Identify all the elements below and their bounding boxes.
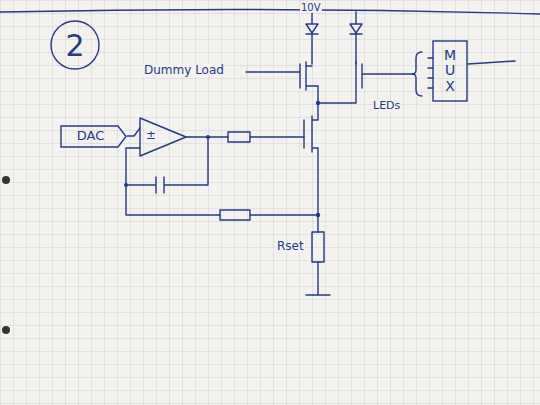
opamp-symbol: [140, 118, 186, 156]
node-text: 2: [65, 29, 84, 62]
supply-rail: [0, 9, 540, 14]
dac-block: DAC: [60, 125, 127, 148]
outline: [61, 126, 126, 147]
mosfet-symbol: [304, 103, 318, 232]
punch-hole: [2, 176, 10, 184]
mux-box: MUX: [432, 40, 468, 102]
resistor-symbol: [312, 232, 324, 262]
signal-name: Dummy Load: [143, 64, 225, 77]
mosfet-symbol: [318, 62, 414, 103]
gate-wire: [186, 136, 304, 137]
node-text: MUX: [443, 48, 457, 94]
bracket: [412, 52, 422, 96]
punch-hole: [2, 326, 10, 334]
node-text: DAC: [77, 129, 105, 143]
ground-symbol: [306, 262, 330, 295]
capacitor-symbol: [126, 137, 208, 193]
outline: [433, 41, 467, 101]
part-name: LEDs: [372, 100, 401, 112]
supply-voltage: 10V: [300, 2, 322, 13]
mux-output-wire: [468, 61, 515, 64]
mosfet-symbol: [246, 62, 318, 103]
junction-dot: [124, 183, 128, 187]
opamp-inputs: ±: [145, 129, 157, 142]
feedback-wire: [126, 148, 318, 215]
part-name: Rset: [276, 240, 305, 253]
diode-symbol: [306, 12, 318, 64]
diode-symbol: [350, 12, 362, 64]
junction-dot: [316, 101, 320, 105]
outline: [51, 21, 99, 69]
resistor-symbol: [228, 132, 250, 142]
dac-wire: [127, 128, 140, 136]
junction-dot: [206, 135, 210, 139]
page-number-circle: 2: [50, 20, 100, 70]
junction-dot: [316, 213, 320, 217]
mux-pins: [428, 58, 433, 88]
resistor-symbol: [220, 210, 250, 220]
